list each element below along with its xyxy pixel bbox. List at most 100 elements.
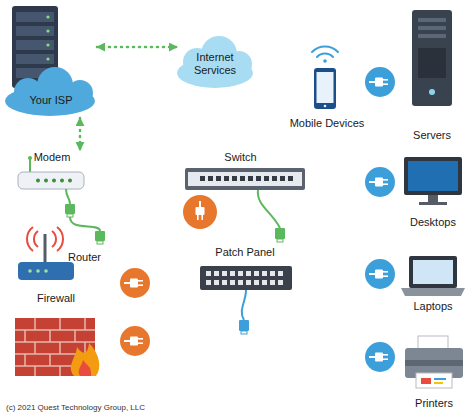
switch-icon-part (188, 172, 302, 186)
node-label: Switch (183, 151, 298, 164)
node-label: Mobile Devices (288, 117, 366, 130)
ethernet-cable-part (66, 189, 70, 204)
patch-panel-icon-part (270, 271, 275, 276)
ethernet-cable-part (239, 320, 249, 331)
patch-panel-icon-part (246, 280, 251, 285)
switch-icon-part (200, 176, 205, 181)
ethernet-cable (239, 290, 249, 334)
router-icon-part (34, 231, 38, 247)
firewall-icon-part-part (34, 318, 36, 330)
port-circle-part (369, 78, 388, 87)
switch-icon-part (216, 176, 221, 181)
device-node: Mobile Devices (288, 38, 366, 130)
switch-icon-part (185, 168, 305, 190)
switch-icon-part (264, 176, 269, 181)
device-node: Switch (183, 150, 308, 192)
patch-panel-icon-part (270, 280, 275, 285)
printer-icon-part (434, 382, 443, 384)
switch-icon (185, 168, 305, 190)
dotted-connector (97, 46, 177, 49)
firewall-icon-part-part (24, 330, 26, 342)
ethernet-cable-part (65, 204, 75, 214)
server-tower-part (412, 10, 452, 106)
copyright-note: (c) 2021 Quest Technology Group, LLC (6, 403, 145, 413)
internet-cloud-node: Internet Services (177, 36, 253, 90)
port-circle (183, 195, 217, 229)
firewall-icon-part (71, 343, 99, 376)
patch-panel-icon-part (254, 280, 259, 285)
device-node: Laptops (398, 252, 468, 314)
wifi-symbol-part (323, 59, 327, 63)
ethernet-cable-part (67, 214, 73, 217)
router-icon-part (44, 234, 47, 263)
firewall-icon-part-part (74, 330, 76, 342)
port-circle-part (124, 337, 143, 346)
patch-panel-icon-part (222, 280, 227, 285)
ethernet-cable-part (258, 190, 280, 228)
node-label: Laptops (398, 300, 468, 313)
modem-icon-part (36, 179, 40, 183)
modem-icon-part (28, 156, 32, 160)
firewall-icon-part (15, 318, 95, 376)
node-label: Printers (400, 397, 468, 410)
patch-panel-icon-part (262, 280, 267, 285)
printer-icon-part (405, 360, 463, 366)
switch-icon-part (256, 176, 261, 181)
ethernet-cable-part (242, 290, 246, 320)
port-circle-part (124, 279, 143, 288)
desktop-icon-part (419, 202, 447, 205)
router-icon-part (27, 227, 33, 251)
isp-server-rack-part (16, 26, 54, 36)
switch-icon-part (288, 176, 293, 181)
device-node: Router (15, 222, 115, 284)
firewall-icon-part-part (15, 329, 95, 331)
firewall-icon-part-part (49, 354, 51, 366)
printer-icon-part (421, 378, 431, 384)
device-node: Printers (400, 330, 468, 414)
desktop-icon-part (408, 161, 458, 191)
router-icon-part (44, 269, 48, 273)
connector-group (80, 47, 177, 150)
wifi-symbol-part (312, 46, 338, 52)
dotted-connector (79, 118, 82, 150)
port-circle-part (120, 268, 150, 298)
phone-icon-part (324, 105, 327, 108)
isp-server-rack-part (46, 57, 49, 60)
ethernet-cable-part (275, 228, 285, 239)
node-label: Patch Panel (195, 246, 295, 259)
router-icon-part (36, 269, 40, 273)
patch-panel-icon-part (214, 271, 219, 276)
switch-icon-part (208, 176, 213, 181)
port-circle-part (365, 259, 395, 289)
patch-panel-icon-part (238, 280, 243, 285)
patch-panel-icon (200, 266, 292, 290)
patch-panel-icon-part (230, 280, 235, 285)
port-circle (120, 326, 150, 356)
port-circle-part (365, 342, 395, 372)
firewall-icon-part-part (49, 330, 51, 342)
patch-panel-icon-part (262, 271, 267, 276)
server-tower-part (418, 48, 446, 78)
printer-icon-part (434, 378, 446, 380)
patch-panel-icon-part (238, 271, 243, 276)
server-tower-part (418, 26, 446, 30)
port-circle-part (369, 178, 388, 187)
desktop-icon-part (404, 157, 462, 195)
node-label: Servers (402, 129, 462, 142)
port-circle (120, 268, 150, 298)
patch-panel-icon-part (278, 271, 283, 276)
patch-panel-icon-part (206, 280, 211, 285)
firewall-icon-part-part (59, 342, 61, 354)
switch-icon-part (224, 176, 229, 181)
isp-server-rack-part (16, 40, 54, 50)
port-circle-part (365, 67, 395, 97)
printer-icon-part (416, 373, 452, 388)
router-icon (18, 227, 74, 280)
server-tower (412, 10, 452, 106)
port-circle-part (183, 195, 217, 229)
isp-server-rack-part (46, 29, 49, 32)
isp-server-rack-part (16, 54, 54, 64)
switch-icon-part (272, 176, 277, 181)
